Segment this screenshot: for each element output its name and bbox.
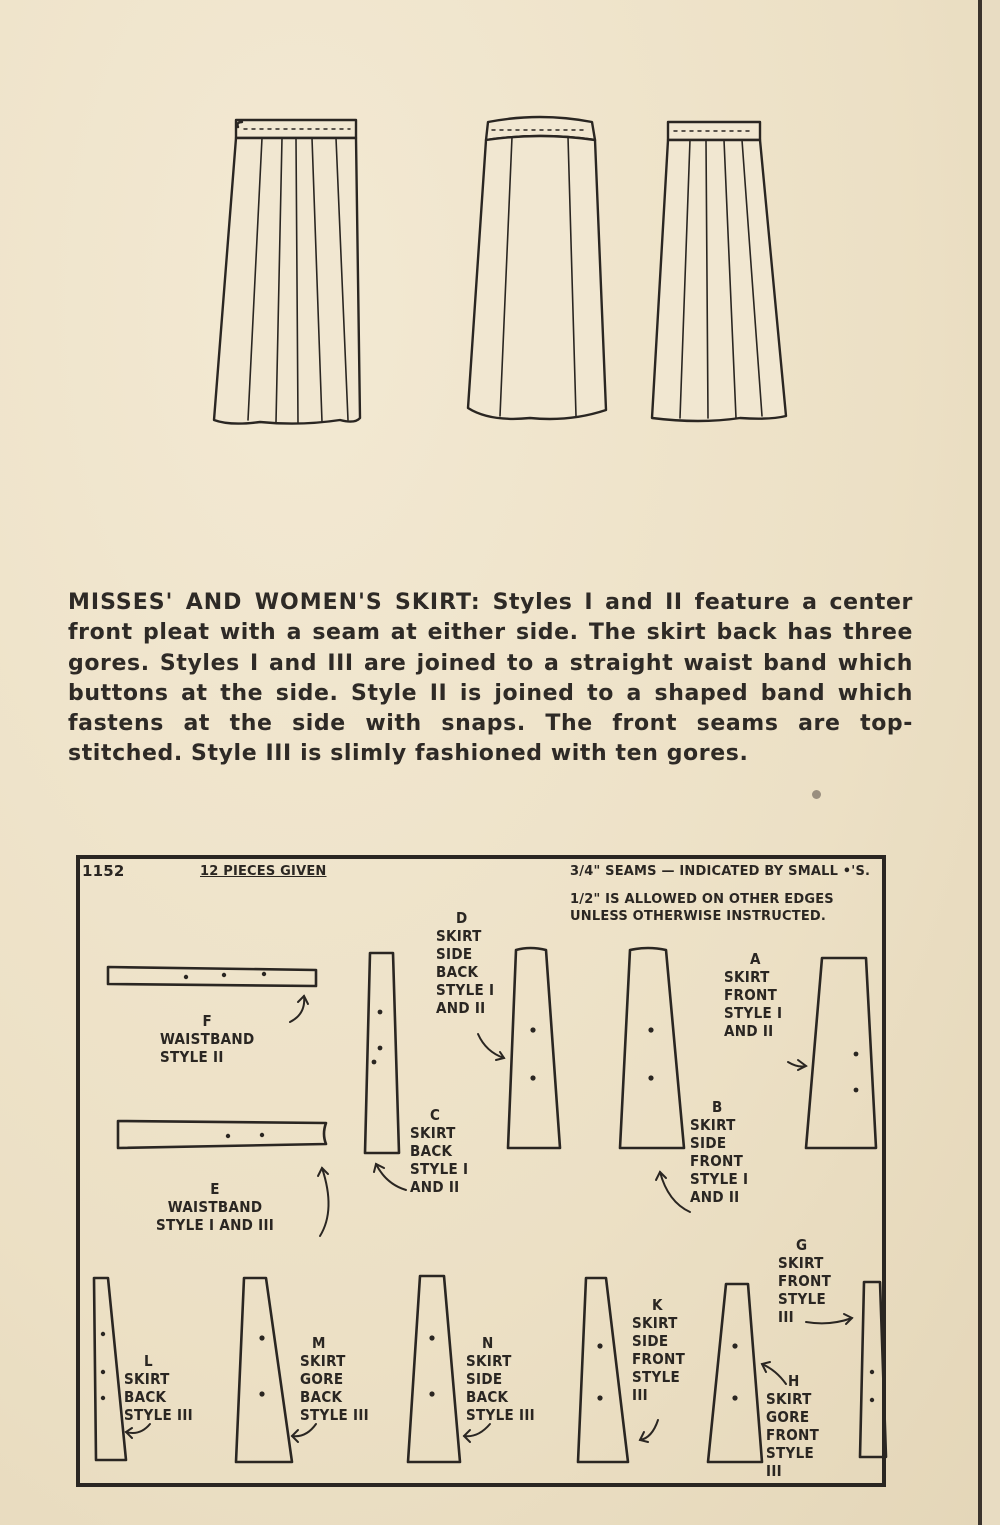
piece-d-line-4: STYLE I: [436, 981, 495, 999]
piece-l-letter: L: [144, 1352, 153, 1370]
piece-h-line-3: FRONT: [766, 1426, 820, 1444]
skirt-style-1-drawing: [212, 118, 362, 425]
pattern-layout-chart: [76, 855, 886, 1487]
paper-spot: [812, 790, 821, 799]
piece-f-line-1: WAISTBAND: [160, 1030, 255, 1048]
piece-f-letter: F: [202, 1012, 213, 1030]
piece-f-line-2: STYLE II: [160, 1048, 224, 1066]
piece-a-letter: A: [750, 950, 761, 968]
piece-k-letter: K: [652, 1296, 663, 1314]
piece-d-line-2: SIDE: [436, 945, 473, 963]
piece-n-line-4: STYLE III: [466, 1406, 535, 1424]
piece-g-line-1: SKIRT: [778, 1254, 824, 1272]
piece-l-line-1: SKIRT: [124, 1370, 170, 1388]
piece-c-line-1: SKIRT: [410, 1124, 456, 1142]
piece-a-line-3: STYLE I: [724, 1004, 783, 1022]
description-text: Styles I and II feature a center front p…: [68, 590, 913, 767]
piece-m-label: M SKIRT GORE BACK STYLE III: [300, 1334, 369, 1424]
piece-a-line-1: SKIRT: [724, 968, 770, 986]
seam-note-3: UNLESS OTHERWISE INSTRUCTED.: [570, 909, 827, 924]
piece-m-letter: M: [312, 1334, 326, 1352]
piece-k-line-4: STYLE: [632, 1368, 681, 1386]
piece-b-line-2: SIDE: [690, 1134, 727, 1152]
seam-note-1: 3/4" SEAMS — INDICATED BY SMALL •'S.: [570, 864, 871, 879]
piece-b-line-5: AND II: [690, 1188, 740, 1206]
piece-h-label: H SKIRT GORE FRONT STYLE III: [766, 1372, 819, 1480]
skirt-style-3-drawing: [650, 120, 788, 423]
page-edge-shade: [982, 0, 1000, 1525]
piece-m-line-4: STYLE III: [300, 1406, 369, 1424]
piece-a-label: A SKIRT FRONT STYLE I AND II: [724, 950, 782, 1040]
piece-k-line-3: FRONT: [632, 1350, 686, 1368]
piece-g-line-3: STYLE: [778, 1290, 827, 1308]
piece-h-line-2: GORE: [766, 1408, 810, 1426]
piece-k-line-5: III: [632, 1386, 648, 1404]
piece-d-label: D SKIRT SIDE BACK STYLE I AND II: [436, 909, 494, 1017]
piece-g-line-4: III: [778, 1308, 794, 1326]
piece-m-line-2: GORE: [300, 1370, 344, 1388]
seam-note-2: 1/2" IS ALLOWED ON OTHER EDGES: [570, 892, 834, 907]
piece-k-line-2: SIDE: [632, 1332, 669, 1350]
piece-b-line-4: STYLE I: [690, 1170, 749, 1188]
piece-l-line-2: BACK: [124, 1388, 167, 1406]
piece-h-line-4: STYLE: [766, 1444, 815, 1462]
piece-h-line-1: SKIRT: [766, 1390, 812, 1408]
piece-c-line-3: STYLE I: [410, 1160, 469, 1178]
description-title: MISSES' AND WOMEN'S SKIRT:: [68, 590, 481, 615]
piece-c-label: C SKIRT BACK STYLE I AND II: [410, 1106, 468, 1196]
piece-n-letter: N: [482, 1334, 494, 1352]
piece-g-line-2: FRONT: [778, 1272, 832, 1290]
piece-b-line-3: FRONT: [690, 1152, 744, 1170]
skirt-description: MISSES' AND WOMEN'S SKIRT: Styles I and …: [68, 588, 913, 770]
piece-l-label: L SKIRT BACK STYLE III: [124, 1352, 193, 1424]
piece-c-line-2: BACK: [410, 1142, 453, 1160]
piece-m-line-1: SKIRT: [300, 1352, 346, 1370]
piece-n-line-1: SKIRT: [466, 1352, 512, 1370]
page-edge-line: [978, 0, 982, 1525]
pattern-number: 1152: [82, 862, 125, 880]
piece-d-line-5: AND II: [436, 999, 486, 1017]
piece-f-label: F WAISTBAND STYLE II: [160, 1012, 255, 1066]
piece-a-line-2: FRONT: [724, 986, 778, 1004]
skirt-illustrations: [212, 115, 788, 425]
piece-g-label: G SKIRT FRONT STYLE III: [778, 1236, 831, 1326]
piece-k-line-1: SKIRT: [632, 1314, 678, 1332]
piece-e-line-1: WAISTBAND: [167, 1198, 263, 1216]
piece-b-line-1: SKIRT: [690, 1116, 736, 1134]
piece-l-line-3: STYLE III: [124, 1406, 193, 1424]
skirt-style-2-drawing: [466, 115, 608, 421]
piece-e-line-2: STYLE I AND III: [156, 1216, 275, 1234]
piece-b-label: B SKIRT SIDE FRONT STYLE I AND II: [690, 1098, 748, 1206]
piece-g-letter: G: [796, 1236, 808, 1254]
piece-e-label: E WAISTBAND STYLE I AND III: [156, 1180, 274, 1234]
piece-e-letter: E: [210, 1180, 220, 1198]
piece-c-letter: C: [430, 1106, 441, 1124]
piece-n-label: N SKIRT SIDE BACK STYLE III: [466, 1334, 535, 1424]
piece-c-line-4: AND II: [410, 1178, 460, 1196]
piece-d-line-1: SKIRT: [436, 927, 482, 945]
piece-b-letter: B: [712, 1098, 723, 1116]
piece-h-line-5: III: [766, 1462, 782, 1480]
piece-m-line-3: BACK: [300, 1388, 343, 1406]
piece-n-line-3: BACK: [466, 1388, 509, 1406]
piece-a-line-4: AND II: [724, 1022, 774, 1040]
piece-d-line-3: BACK: [436, 963, 479, 981]
piece-d-letter: D: [456, 909, 468, 927]
piece-h-letter: H: [788, 1372, 800, 1390]
piece-k-label: K SKIRT SIDE FRONT STYLE III: [632, 1296, 685, 1404]
pieces-given: 12 PIECES GIVEN: [200, 864, 327, 879]
piece-n-line-2: SIDE: [466, 1370, 503, 1388]
